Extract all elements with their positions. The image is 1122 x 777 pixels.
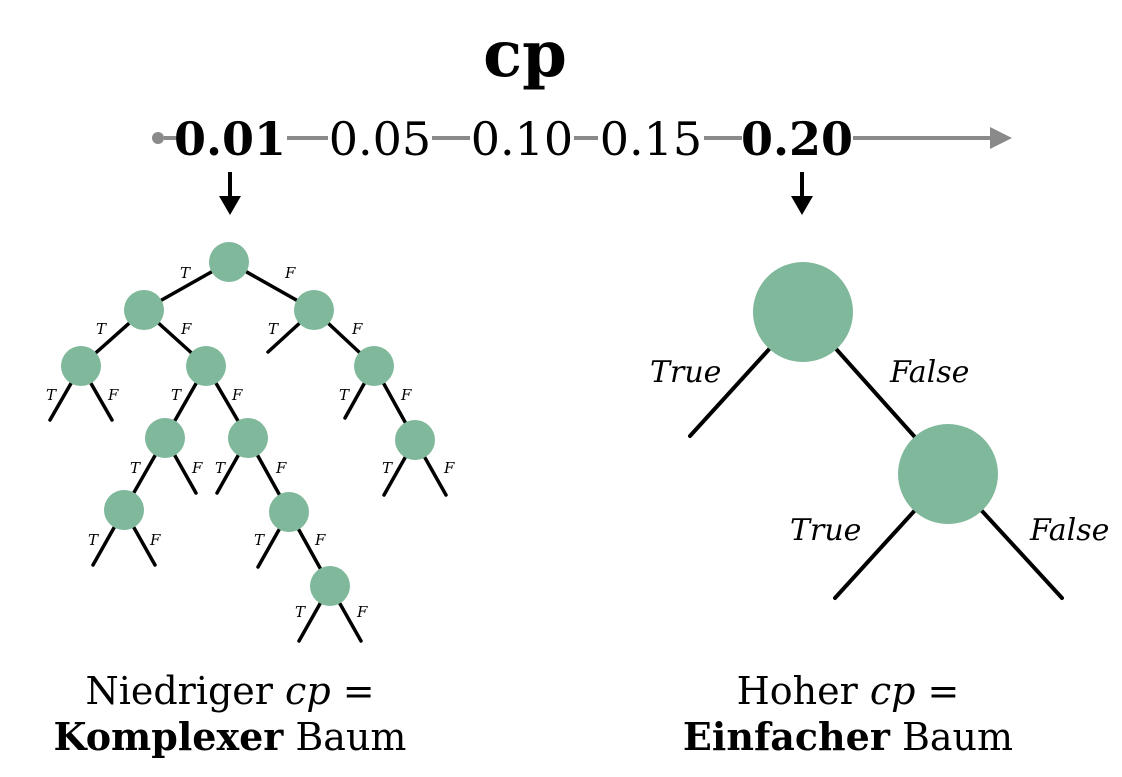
caption-variable: cp — [285, 669, 331, 713]
arrow-down-right-head — [791, 196, 813, 215]
simple-tree-nodes — [753, 262, 998, 524]
tree-node — [395, 420, 435, 460]
scale-value-0-15: 0.15 — [600, 112, 702, 166]
branch-label-true: T — [46, 386, 57, 404]
caption-text: Baum — [889, 715, 1014, 759]
branch-label-false: F — [351, 320, 363, 338]
branch-label-false: F — [191, 459, 203, 477]
caption-variable: cp — [869, 669, 916, 713]
branch-label-true: T — [339, 386, 350, 404]
branch-label-false: F — [149, 531, 161, 549]
branch-label-true: T — [382, 459, 393, 477]
title-cp: cp — [483, 17, 567, 92]
tree-node-root — [753, 262, 853, 362]
tree-node — [310, 566, 350, 606]
tree-node — [294, 290, 334, 330]
arrow-down-left-head — [219, 196, 241, 215]
tree-node — [269, 492, 309, 532]
tree-node — [124, 290, 164, 330]
branch-label-true: True — [790, 513, 861, 548]
tree-node — [186, 346, 226, 386]
branch-label-false: False — [1029, 513, 1109, 548]
cp-scale-axis — [152, 127, 1012, 149]
branch-label-false: F — [314, 531, 326, 549]
tree-node — [61, 346, 101, 386]
branch-label-false: F — [443, 459, 455, 477]
tree-node — [354, 346, 394, 386]
simple-tree-edges — [688, 310, 1064, 600]
branch-label-true: T — [88, 531, 99, 549]
caption-low-cp: Niedriger cp = Komplexer Baum — [0, 668, 460, 760]
caption-text: = — [915, 669, 960, 713]
branch-label-true: T — [96, 320, 107, 338]
down-arrows — [219, 172, 813, 215]
caption-text: Niedriger — [85, 669, 286, 713]
tree-node — [104, 490, 144, 530]
caption-text: Baum — [283, 715, 407, 759]
caption-emphasis: Komplexer — [53, 714, 284, 759]
branch-label-true: T — [215, 459, 226, 477]
branch-label-false: F — [284, 264, 296, 282]
scale-value-0-01: 0.01 — [174, 112, 286, 166]
branch-label-true: T — [295, 603, 306, 621]
branch-label-true: True — [650, 355, 721, 390]
branch-label-false: F — [231, 386, 243, 404]
caption-right-line2: Einfacher Baum — [618, 714, 1078, 760]
branch-label-false: False — [889, 355, 969, 390]
branch-label-true: T — [130, 459, 141, 477]
axis-arrow-head — [990, 127, 1012, 149]
tree-node — [209, 242, 249, 282]
tree-node — [145, 418, 185, 458]
tree-node — [228, 418, 268, 458]
branch-label-false: F — [400, 386, 412, 404]
axis-start-dot — [152, 132, 164, 144]
branch-label-true: T — [180, 264, 191, 282]
caption-emphasis: Einfacher — [682, 714, 890, 759]
caption-left-line1: Niedriger cp = — [0, 668, 460, 714]
caption-text: Hoher — [736, 669, 870, 713]
branch-label-false: F — [180, 320, 192, 338]
complex-tree-nodes — [61, 242, 435, 606]
branch-label-false: F — [356, 603, 368, 621]
caption-text: = — [330, 669, 375, 713]
scale-value-0-20: 0.20 — [741, 112, 853, 166]
scale-value-0-10: 0.10 — [471, 112, 573, 166]
branch-label-true: T — [268, 320, 279, 338]
caption-right-line1: Hoher cp = — [618, 668, 1078, 714]
branch-label-false: F — [107, 386, 119, 404]
branch-label-true: T — [171, 386, 182, 404]
tree-node-child — [898, 424, 998, 524]
caption-high-cp: Hoher cp = Einfacher Baum — [618, 668, 1078, 760]
branch-label-false: F — [275, 459, 287, 477]
branch-label-true: T — [254, 531, 265, 549]
scale-value-0-05: 0.05 — [329, 112, 431, 166]
caption-left-line2: Komplexer Baum — [0, 714, 460, 760]
